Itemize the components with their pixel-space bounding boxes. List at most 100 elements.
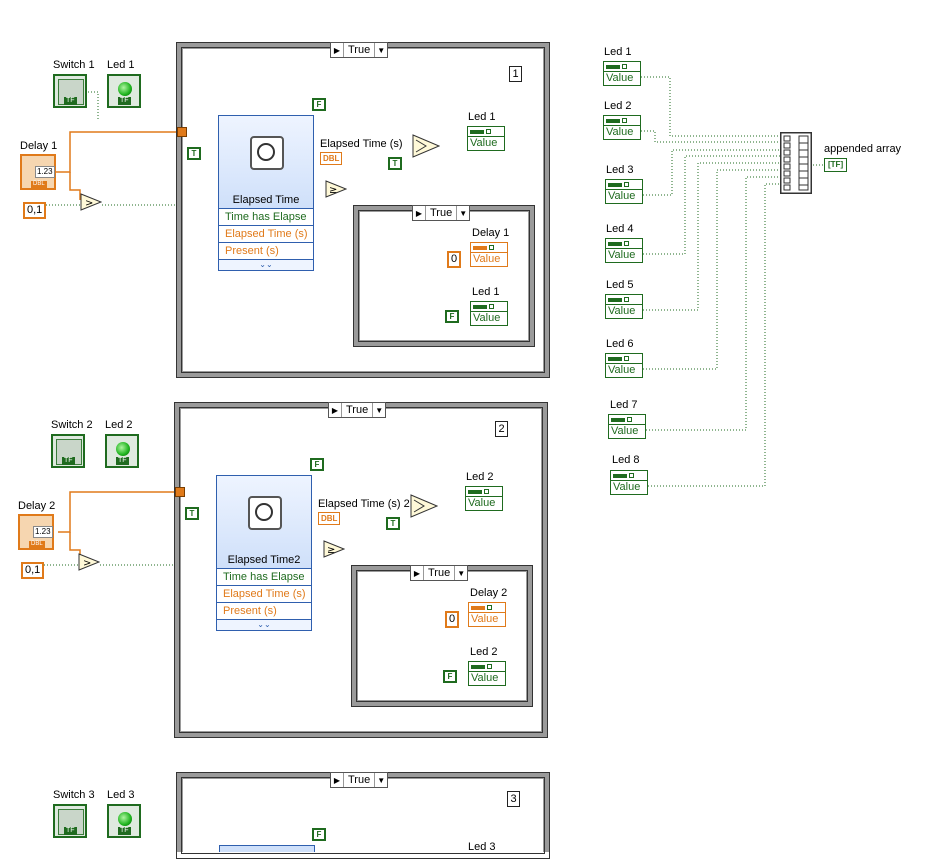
inner-case-selector-2[interactable]: ▶ True ▼ xyxy=(410,565,469,581)
decrement-arrow-icon[interactable]: ▶ xyxy=(333,45,341,55)
frame-number-2: 2 xyxy=(495,421,508,437)
decrement-arrow-icon[interactable]: ▶ xyxy=(333,775,341,785)
output-elapsed-time[interactable]: Elapsed Time (s) xyxy=(217,586,311,603)
led-2-property-node[interactable]: Value xyxy=(465,486,503,511)
right-led-4-property-node[interactable]: Value xyxy=(605,238,643,263)
right-led-6-property-node[interactable]: Value xyxy=(605,353,643,378)
elapsed-time2-express-vi[interactable]: Elapsed Time2 Time has Elapse Elapsed Ti… xyxy=(216,475,312,631)
led-2-property-node-2[interactable]: Value xyxy=(468,661,506,686)
stopwatch-icon xyxy=(248,496,282,530)
false-constant[interactable]: F xyxy=(443,670,457,683)
switch-2-terminal[interactable]: TF xyxy=(51,434,85,468)
decrement-arrow-icon[interactable]: ▶ xyxy=(413,568,421,578)
false-constant[interactable]: F xyxy=(310,458,324,471)
false-constant[interactable]: F xyxy=(312,828,326,841)
led-3-terminal[interactable]: TF xyxy=(107,804,141,838)
const-0-1[interactable]: 0,1 xyxy=(21,562,45,579)
led-1-property-node-2[interactable]: Value xyxy=(470,301,508,326)
chevron-down-icon[interactable]: ▼ xyxy=(459,208,468,218)
decrement-arrow-icon[interactable]: ▶ xyxy=(331,405,339,415)
led-2-prop-label: Led 2 xyxy=(466,471,494,483)
right-led-7-property-node[interactable]: Value xyxy=(608,414,646,439)
switch-3-terminal[interactable]: TF xyxy=(53,804,87,838)
led-2-label: Led 2 xyxy=(105,419,133,431)
led-1-terminal[interactable]: TF xyxy=(107,74,141,108)
inner-case-selector-1[interactable]: ▶ True ▼ xyxy=(412,205,471,221)
greater-equal-node[interactable]: ≥ xyxy=(325,180,347,198)
output-time-has-elapsed[interactable]: Time has Elapse xyxy=(219,209,313,226)
svg-text:>: > xyxy=(85,198,93,209)
false-constant[interactable]: F xyxy=(445,310,459,323)
select-node[interactable] xyxy=(410,494,438,518)
elapsed-time-indicator[interactable]: DBL xyxy=(320,152,343,165)
led-2-terminal[interactable]: TF xyxy=(105,434,139,468)
stopwatch-icon xyxy=(250,136,284,170)
svg-text:≥: ≥ xyxy=(327,545,335,556)
greater-than-node[interactable]: > xyxy=(78,553,100,571)
true-constant[interactable]: T xyxy=(187,147,201,160)
led-1-prop-label: Led 1 xyxy=(468,111,496,123)
right-led-2-property-node[interactable]: Value xyxy=(603,115,641,140)
elapsed-time-express-vi[interactable]: Elapsed Time Time has Elapse Elapsed Tim… xyxy=(218,115,314,271)
greater-equal-node[interactable]: ≥ xyxy=(323,540,345,558)
decrement-arrow-icon[interactable]: ▶ xyxy=(415,208,423,218)
output-present[interactable]: Present (s) xyxy=(217,603,311,620)
expand-icon[interactable]: ⌄⌄ xyxy=(219,260,313,270)
chevron-down-icon[interactable]: ▼ xyxy=(457,568,466,578)
right-led-5-label: Led 5 xyxy=(606,279,634,291)
chevron-down-icon[interactable]: ▼ xyxy=(377,775,386,785)
true-constant[interactable]: T xyxy=(388,157,402,170)
output-present[interactable]: Present (s) xyxy=(219,243,313,260)
right-led-3-property-node[interactable]: Value xyxy=(605,179,643,204)
frame-number-1: 1 xyxy=(509,66,522,82)
delay-2-label: Delay 2 xyxy=(18,500,56,512)
delay-1-property-node[interactable]: Value xyxy=(470,242,508,267)
switch-1-terminal[interactable]: TF xyxy=(53,74,87,108)
false-constant[interactable]: F xyxy=(312,98,326,111)
appended-array-indicator[interactable]: [TF] xyxy=(824,158,848,172)
case-selector-1[interactable]: ▶ True ▼ xyxy=(330,42,389,58)
output-time-has-elapsed[interactable]: Time has Elapse xyxy=(217,569,311,586)
led-3-prop-label: Led 3 xyxy=(468,841,496,853)
elapsed-time3-express-vi[interactable] xyxy=(219,845,315,852)
greater-than-node[interactable]: > xyxy=(80,193,102,211)
delay-1-label: Delay 1 xyxy=(20,140,58,152)
const-0-1[interactable]: 0,1 xyxy=(23,202,47,219)
switch-3-label: Switch 3 xyxy=(53,789,95,801)
led-icon xyxy=(118,812,132,826)
build-array-node[interactable] xyxy=(780,132,812,194)
switch-2-label: Switch 2 xyxy=(51,419,93,431)
chevron-down-icon[interactable]: ▼ xyxy=(375,405,384,415)
led-icon xyxy=(118,82,132,96)
right-led-6-label: Led 6 xyxy=(606,338,634,350)
tunnel xyxy=(177,127,187,137)
led-1-label: Led 1 xyxy=(107,59,135,71)
led-3-label: Led 3 xyxy=(107,789,135,801)
express-title: Elapsed Time2 xyxy=(227,554,301,566)
true-constant[interactable]: T xyxy=(185,507,199,520)
true-constant[interactable]: T xyxy=(386,517,400,530)
select-node[interactable] xyxy=(412,134,440,158)
right-led-1-label: Led 1 xyxy=(604,46,632,58)
case-selector-2[interactable]: ▶ True ▼ xyxy=(328,402,387,418)
right-led-5-property-node[interactable]: Value xyxy=(605,294,643,319)
case-selector-3[interactable]: ▶ True ▼ xyxy=(330,772,389,788)
led-icon xyxy=(116,442,130,456)
delay-2-property-node[interactable]: Value xyxy=(468,602,506,627)
delay-1-prop-label: Delay 1 xyxy=(472,227,510,239)
right-led-7-label: Led 7 xyxy=(610,399,638,411)
zero-constant[interactable]: 0 xyxy=(445,611,460,628)
chevron-down-icon[interactable]: ▼ xyxy=(377,45,386,55)
right-led-8-property-node[interactable]: Value xyxy=(610,470,648,495)
svg-text:>: > xyxy=(83,558,91,569)
elapsed-time-2-indicator[interactable]: DBL xyxy=(318,512,341,525)
delay-2-prop-label: Delay 2 xyxy=(470,587,508,599)
right-led-1-property-node[interactable]: Value xyxy=(603,61,641,86)
expand-icon[interactable]: ⌄⌄ xyxy=(217,620,311,630)
led-1-property-node[interactable]: Value xyxy=(467,126,505,151)
output-elapsed-time[interactable]: Elapsed Time (s) xyxy=(219,226,313,243)
led-1-prop2-label: Led 1 xyxy=(472,286,500,298)
zero-constant[interactable]: 0 xyxy=(447,251,462,268)
